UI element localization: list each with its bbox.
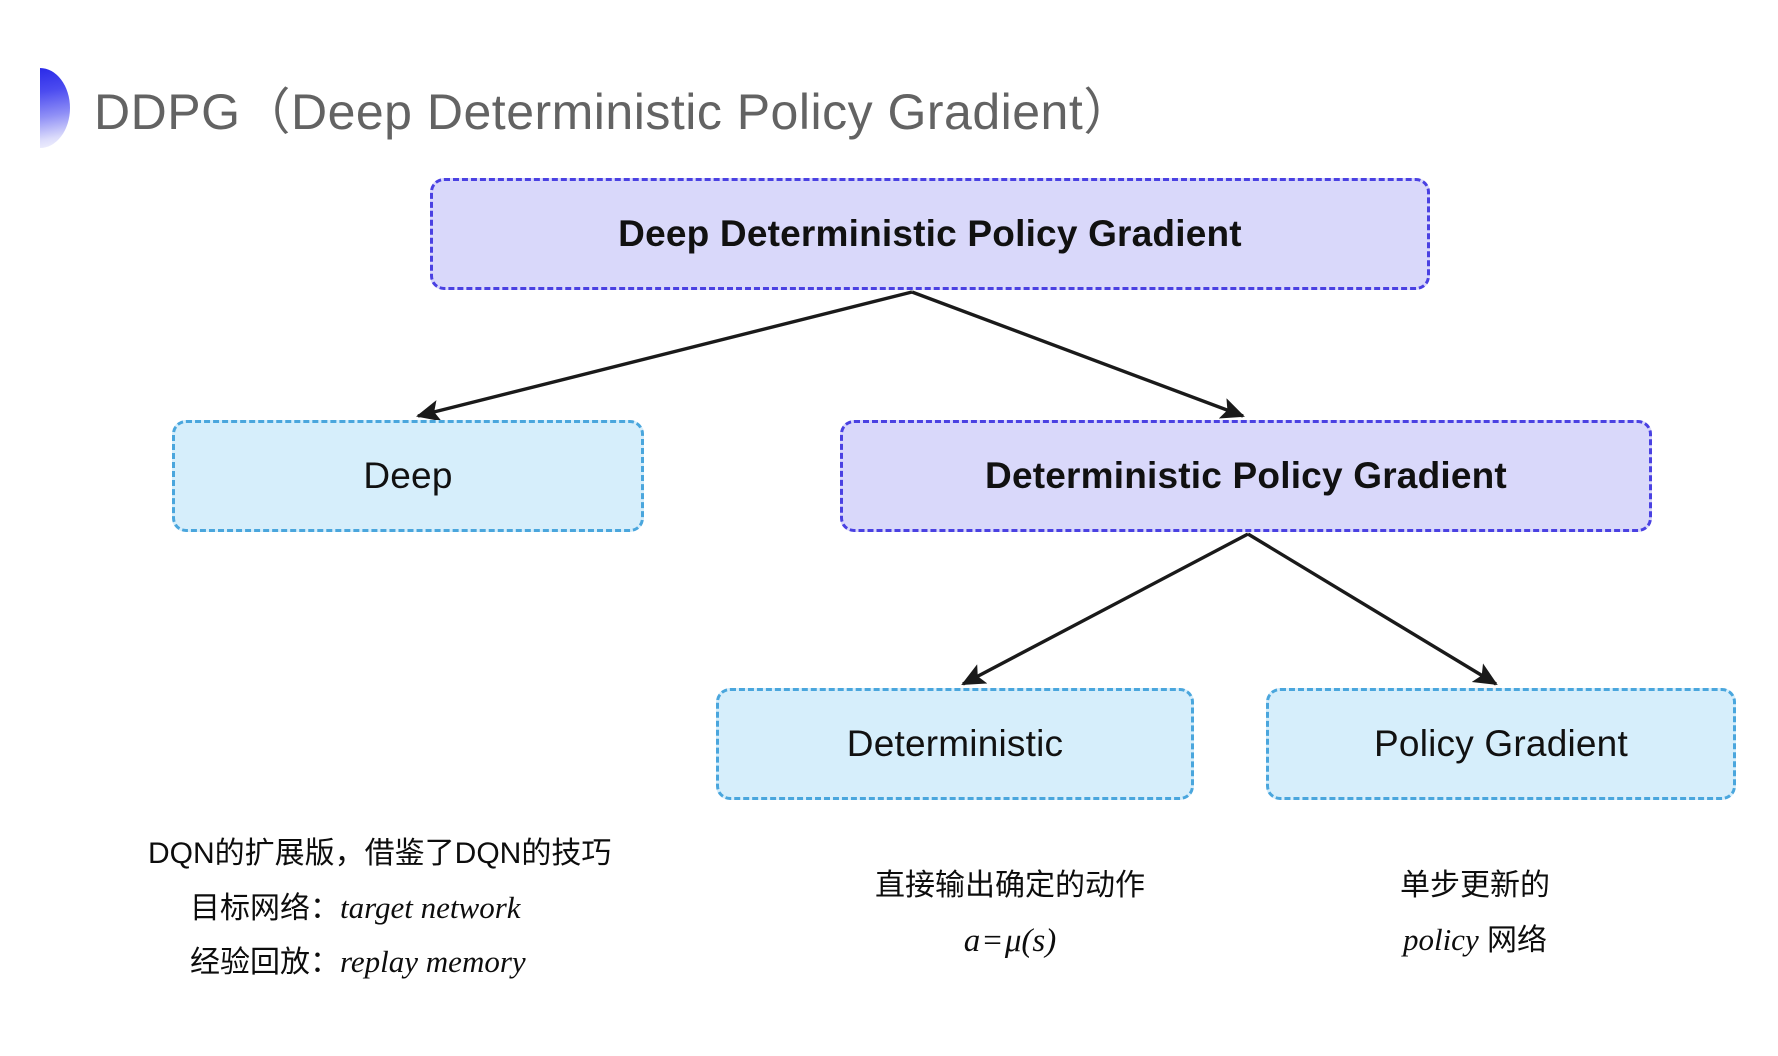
note-policy-gradient-suffix: 网络: [1478, 923, 1548, 957]
note-policy-gradient-line2: policy 网络: [1355, 913, 1595, 968]
edge-root-to-deep: [416, 290, 913, 422]
note-policy-gradient: 单步更新的 policy 网络: [1355, 860, 1595, 967]
edge-dpg-to-policy-gradient: [1247, 532, 1498, 686]
formula-lhs: a: [963, 922, 981, 959]
note-deep-line3-label: 经验回放：: [190, 946, 340, 979]
formula-rhs: μ(s): [1004, 922, 1057, 959]
edge-dpg-to-deterministic: [961, 532, 1249, 686]
node-deep[interactable]: Deep: [172, 420, 644, 532]
note-deep-line3: 经验回放：replay memory: [148, 935, 611, 990]
note-deterministic: 直接输出确定的动作 a=μ(s): [850, 860, 1170, 970]
note-deep-line3-term: replay memory: [340, 944, 526, 979]
node-deep-deterministic-policy-gradient[interactable]: Deep Deterministic Policy Gradient: [430, 178, 1430, 290]
node-policy-gradient[interactable]: Policy Gradient: [1266, 688, 1736, 800]
title-bullet-icon: [40, 68, 70, 148]
page-title: DDPG（Deep Deterministic Policy Gradient）: [40, 58, 1134, 158]
node-deterministic[interactable]: Deterministic: [716, 688, 1194, 800]
note-deep-line2: 目标网络：target network: [148, 881, 611, 936]
note-policy-gradient-term: policy: [1402, 921, 1479, 957]
note-deep-line1: DQN的扩展版，借鉴了DQN的技巧: [148, 837, 612, 870]
note-policy-gradient-line1: 单步更新的: [1400, 869, 1550, 902]
title-text: DDPG（Deep Deterministic Policy Gradient）: [94, 84, 1134, 140]
node-deterministic-policy-gradient[interactable]: Deterministic Policy Gradient: [840, 420, 1652, 532]
note-deep-line2-term: target network: [340, 889, 521, 925]
formula-operator: =: [983, 922, 1002, 959]
note-deep: DQN的扩展版，借鉴了DQN的技巧 目标网络：target network 经验…: [148, 828, 611, 990]
note-deep-line2-label: 目标网络：: [190, 891, 340, 925]
note-deterministic-formula: a=μ(s): [850, 913, 1170, 971]
note-deterministic-line1: 直接输出确定的动作: [875, 869, 1145, 902]
edge-root-to-dpg: [911, 290, 1245, 419]
